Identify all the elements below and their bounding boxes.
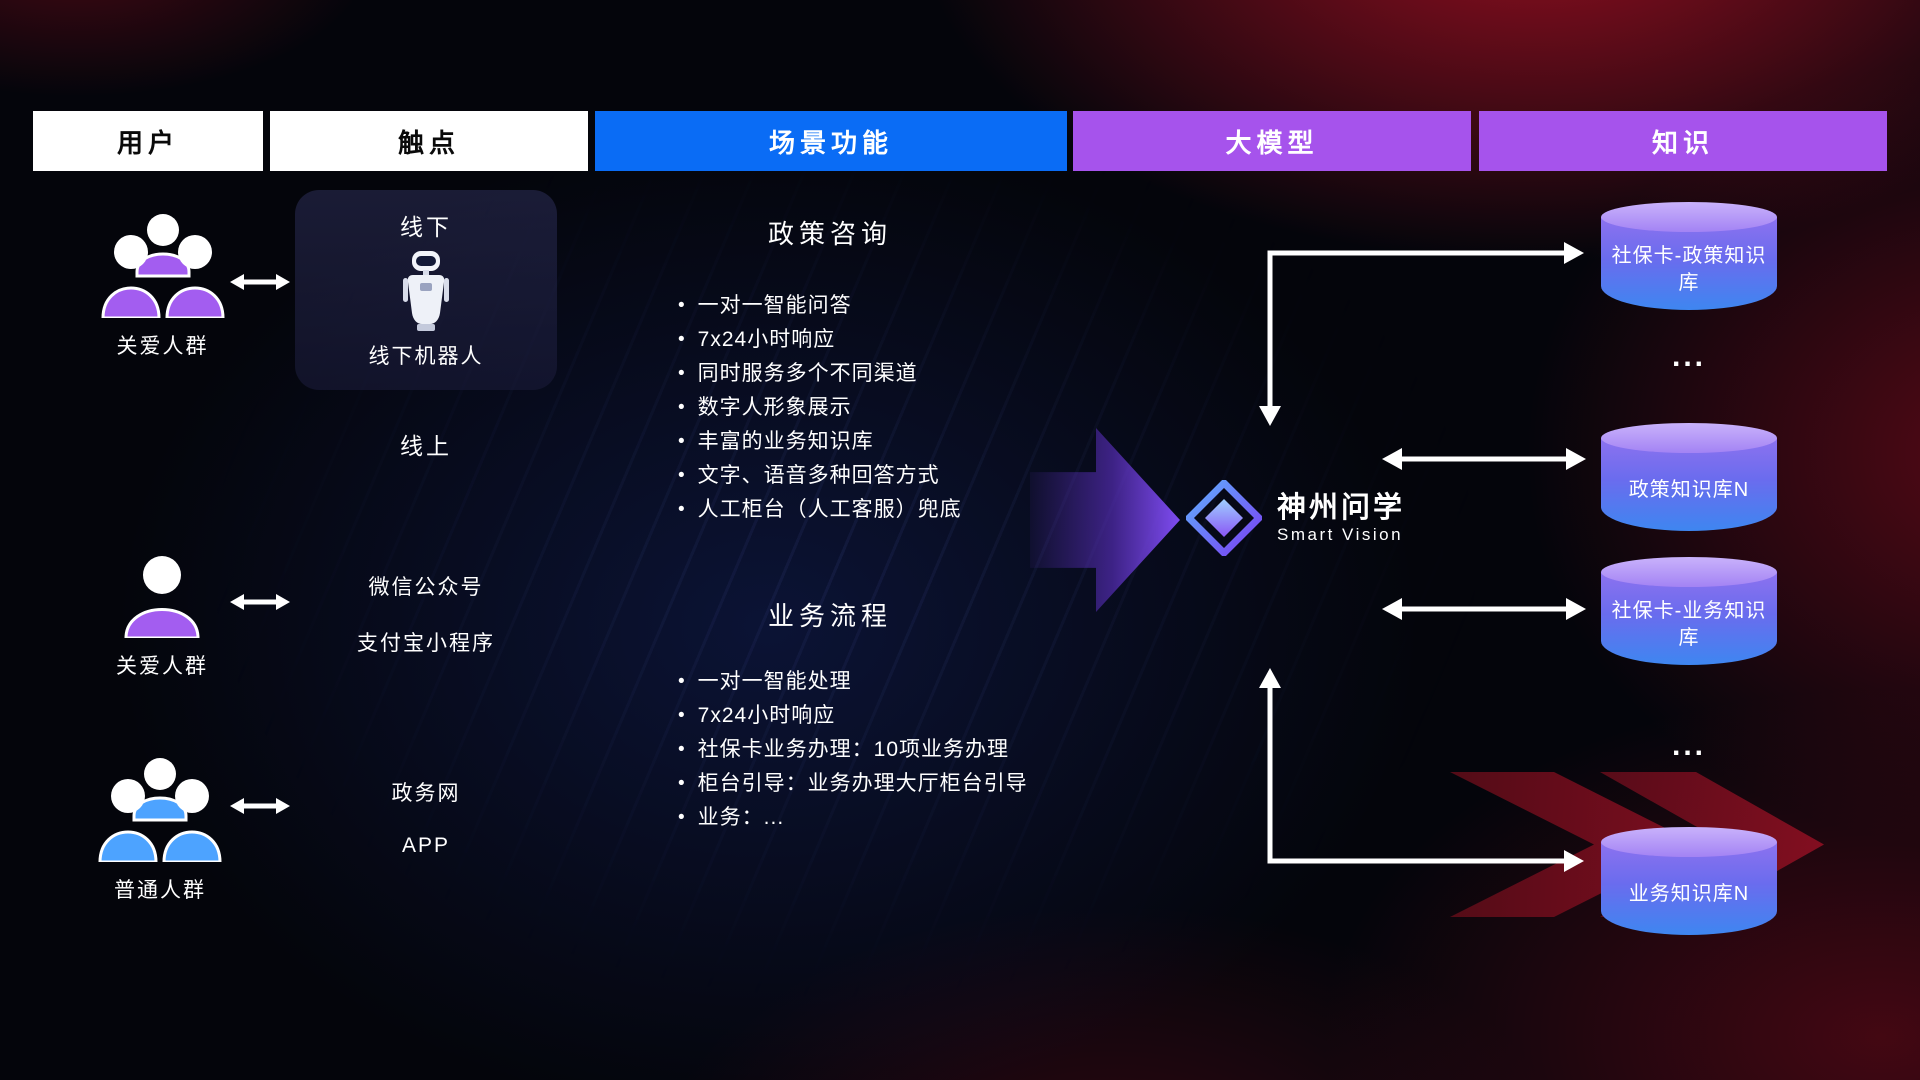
offline-robot-label: 线下机器人 bbox=[368, 345, 484, 368]
brand-diamond-icon bbox=[1186, 480, 1262, 556]
scenario-item: 7x24小时响应 bbox=[678, 699, 1028, 733]
brand-name: 神州问学 bbox=[1277, 491, 1406, 524]
column-header-touchpoints: 触点 bbox=[270, 111, 588, 171]
kb-ellipsis-2: ... bbox=[1671, 729, 1706, 762]
scenario-item: 社保卡业务办理：10项业务办理 bbox=[678, 733, 1028, 767]
app-channel-label: APP bbox=[401, 834, 451, 857]
kb-business-n: 业务知识库N bbox=[1601, 827, 1777, 935]
wechat-channel-label: 微信公众号 bbox=[368, 576, 484, 599]
user-group-care-1: 关爱人群 bbox=[80, 206, 245, 360]
scenario-item: 同时服务多个不同渠道 bbox=[678, 357, 962, 391]
kb-social-policy-label: 社保卡-政策知识库 bbox=[1601, 217, 1777, 310]
offline-title: 线下 bbox=[400, 214, 452, 240]
kb-cylinder-top bbox=[1601, 202, 1777, 232]
scenario-item: 业务：... bbox=[678, 801, 1028, 835]
scenario-item: 文字、语音多种回答方式 bbox=[678, 459, 962, 493]
brand-subtitle: Smart Vision bbox=[1277, 525, 1404, 545]
online-label: 线上 bbox=[400, 433, 452, 459]
scenario-item: 数字人形象展示 bbox=[678, 391, 962, 425]
kb-policy-n-label: 政策知识库N bbox=[1601, 438, 1777, 531]
user-group-icon bbox=[100, 214, 225, 318]
scenario-process-title: 业务流程 bbox=[767, 601, 892, 631]
kb-social-business: 社保卡-业务知识库 bbox=[1601, 557, 1777, 665]
gov-web-channel-label: 政务网 bbox=[391, 782, 461, 805]
kb-cylinder-top bbox=[1601, 557, 1777, 587]
column-header-users: 用户 bbox=[33, 111, 263, 171]
kb-social-policy: 社保卡-政策知识库 bbox=[1601, 202, 1777, 310]
column-header-knowledge: 知识 bbox=[1479, 111, 1887, 171]
kb-social-business-label: 社保卡-业务知识库 bbox=[1601, 572, 1777, 665]
user-group-general-label: 普通人群 bbox=[114, 879, 206, 902]
kb-policy-n: 政策知识库N bbox=[1601, 423, 1777, 531]
user-single-care-label: 关爱人群 bbox=[116, 655, 208, 678]
kb-cylinder-top bbox=[1601, 423, 1777, 453]
user-group-icon bbox=[98, 758, 222, 862]
user-group-care-1-label: 关爱人群 bbox=[116, 335, 209, 358]
user-single-icon bbox=[124, 556, 200, 638]
offline-touchpoint-card: 线下 线下机器人 bbox=[295, 190, 557, 390]
brand-text: 神州问学 Smart Vision bbox=[1277, 491, 1405, 546]
scenario-item: 7x24小时响应 bbox=[678, 323, 962, 357]
scenario-item: 丰富的业务知识库 bbox=[678, 425, 962, 459]
kb-business-n-label: 业务知识库N bbox=[1601, 842, 1777, 935]
user-group-general: 普通人群 bbox=[75, 750, 245, 904]
user-single-care: 关爱人群 bbox=[92, 550, 232, 680]
column-header-model: 大模型 bbox=[1073, 111, 1471, 171]
alipay-channel-label: 支付宝小程序 bbox=[357, 632, 495, 655]
scenario-process-list: 一对一智能处理 7x24小时响应 社保卡业务办理：10项业务办理 柜台引导：业务… bbox=[678, 665, 1028, 835]
bidirectional-arrow-user-2 bbox=[230, 594, 290, 610]
scenario-item: 一对一智能处理 bbox=[678, 665, 1028, 699]
bidirectional-arrow-user-3 bbox=[230, 798, 290, 814]
scenario-policy-title: 政策咨询 bbox=[767, 219, 892, 249]
scenario-item: 人工柜台（人工客服）兜底 bbox=[678, 493, 962, 527]
scenario-item: 一对一智能问答 bbox=[678, 289, 962, 323]
column-header-scenarios: 场景功能 bbox=[595, 111, 1067, 171]
scenario-policy-list: 一对一智能问答 7x24小时响应 同时服务多个不同渠道 数字人形象展示 丰富的业… bbox=[678, 289, 962, 527]
robot-icon bbox=[403, 251, 449, 331]
bidirectional-arrow-user-1 bbox=[230, 274, 290, 290]
kb-ellipsis-1: ... bbox=[1671, 340, 1706, 373]
scenario-item: 柜台引导：业务办理大厅柜台引导 bbox=[678, 767, 1028, 801]
brand-logo: 神州问学 Smart Vision bbox=[1186, 480, 1405, 556]
kb-cylinder-top bbox=[1601, 827, 1777, 857]
